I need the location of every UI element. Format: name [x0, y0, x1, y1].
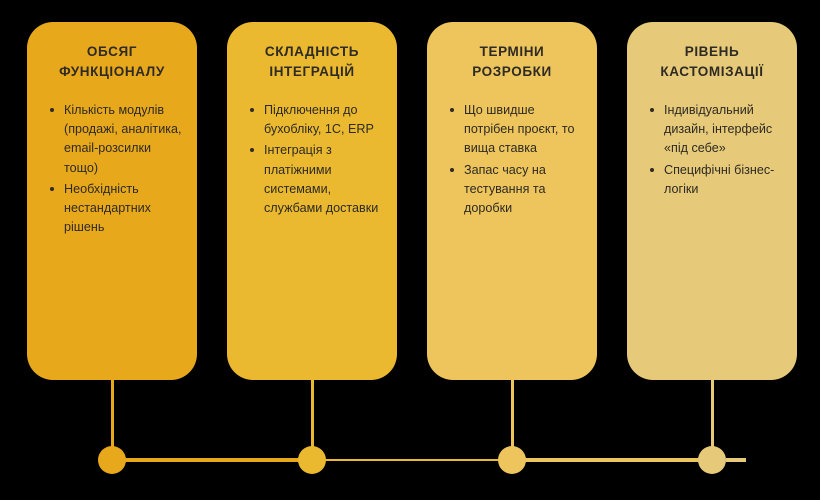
connector-stem-4	[711, 380, 714, 448]
card-bullet-list: Індивідуальний дизайн, інтерфейс «під се…	[641, 101, 783, 201]
list-item: Що швидше потрібен проєкт, то вища ставк…	[447, 101, 583, 158]
list-item-text: Індивідуальний дизайн, інтерфейс «під се…	[664, 103, 773, 156]
card-riven-kastomizatsii[interactable]: РІВЕНЬ КАСТОМІЗАЦІЇ Індивідуальний дизай…	[627, 22, 797, 380]
timeline-segment-tail	[726, 458, 746, 462]
list-item: Індивідуальний дизайн, інтерфейс «під се…	[647, 101, 783, 158]
list-item: Підключення до бухобліку, 1С, ERP	[247, 101, 383, 139]
timeline-segment-1	[112, 458, 312, 462]
list-item-text: Кількість модулів (продажі, аналітика, e…	[64, 103, 182, 175]
list-item-text: Специфічні бізнес-логіки	[664, 162, 775, 196]
list-item-text: Підключення до бухобліку, 1С, ERP	[264, 103, 374, 137]
connector-stem-1	[111, 380, 114, 448]
list-item: Необхідність нестандартних рішень	[47, 180, 183, 237]
card-title: РІВЕНЬ КАСТОМІЗАЦІЇ	[660, 44, 764, 79]
card-terminy-rozrobky[interactable]: ТЕРМІНИ РОЗРОБКИ Що швидше потрібен проє…	[427, 22, 597, 380]
bullet-icon	[450, 167, 454, 172]
bullet-icon	[450, 108, 454, 113]
list-item-text: Запас часу на тестування та доробки	[464, 162, 546, 215]
card-obsyag-funktsionalu[interactable]: ОБСЯГ ФУНКЦІОНАЛУ Кількість модулів (про…	[27, 22, 197, 380]
bullet-icon	[50, 186, 54, 191]
connector-stem-2	[311, 380, 314, 448]
bullet-icon	[650, 167, 654, 172]
card-title: СКЛАДНІСТЬ ІНТЕГРАЦІЙ	[264, 44, 360, 79]
card-bullet-list: Кількість модулів (продажі, аналітика, e…	[41, 101, 183, 239]
list-item: Специфічні бізнес-логіки	[647, 161, 783, 199]
bullet-icon	[250, 148, 254, 153]
bullet-icon	[250, 108, 254, 113]
timeline-node-4[interactable]	[698, 446, 726, 474]
timeline-segment-3	[512, 458, 712, 462]
card-title: ТЕРМІНИ РОЗРОБКИ	[472, 44, 552, 79]
connector-stem-3	[511, 380, 514, 448]
bullet-icon	[50, 108, 54, 113]
list-item: Кількість модулів (продажі, аналітика, e…	[47, 101, 183, 178]
bullet-icon	[650, 108, 654, 113]
card-bullet-list: Що швидше потрібен проєкт, то вища ставк…	[441, 101, 583, 220]
list-item-text: Інтеграція з платіжними системами, служб…	[264, 143, 379, 215]
timeline-node-2[interactable]	[298, 446, 326, 474]
card-skladnist-integratsiy[interactable]: СКЛАДНІСТЬ ІНТЕГРАЦІЙ Підключення до бух…	[227, 22, 397, 380]
timeline-node-3[interactable]	[498, 446, 526, 474]
timeline-node-1[interactable]	[98, 446, 126, 474]
list-item-text: Що швидше потрібен проєкт, то вища ставк…	[464, 103, 575, 156]
card-title: ОБСЯГ ФУНКЦІОНАЛУ	[59, 44, 165, 79]
list-item-text: Необхідність нестандартних рішень	[64, 181, 151, 234]
list-item: Запас часу на тестування та доробки	[447, 161, 583, 218]
timeline-segment-2-dotted	[312, 459, 512, 461]
list-item: Інтеграція з платіжними системами, служб…	[247, 141, 383, 218]
card-bullet-list: Підключення до бухобліку, 1С, ERP Інтегр…	[241, 101, 383, 220]
